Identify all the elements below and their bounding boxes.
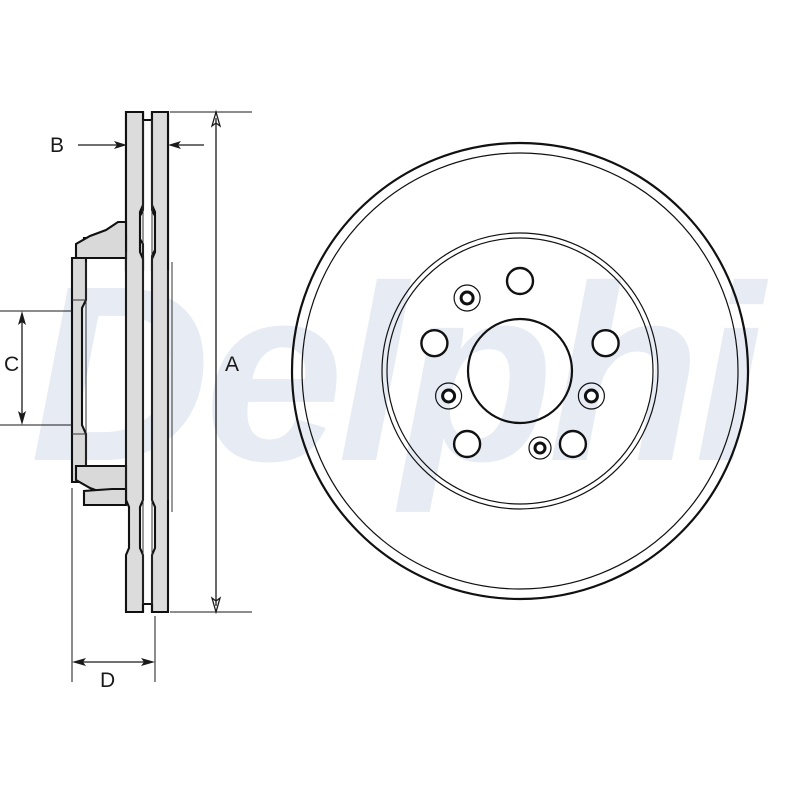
section-hat-upper-bell (74, 220, 128, 260)
cross-section-view (70, 110, 173, 614)
section-top-notch (141, 110, 154, 122)
dimension-a: A (170, 109, 252, 615)
disc-centre-bore (466, 317, 574, 425)
dimension-b: B (50, 134, 204, 157)
dim-d-arrow-right (141, 658, 155, 666)
bolt-hole (558, 429, 588, 459)
section-friction-plate-right (150, 110, 170, 614)
dim-c-arrow-bottom (18, 411, 26, 425)
disc-outer-edge (290, 141, 750, 601)
section-bottom-notch (141, 602, 154, 614)
dim-c-label: C (4, 353, 19, 376)
screw-hole-ring (577, 382, 606, 410)
dim-a-arrow-bottom (210, 596, 222, 615)
dimension-c: C (0, 310, 72, 426)
section-hat-lower-web (82, 487, 128, 507)
disc-friction-outer (301, 152, 739, 590)
section-friction-plate-left (124, 110, 145, 614)
screw-hole-ring (453, 284, 481, 312)
bolt-hole (505, 266, 535, 296)
dim-b-arrow-left (114, 141, 127, 149)
screw-hole-bore (583, 388, 599, 404)
dim-b-label: B (50, 134, 64, 157)
screw-hole-bore (441, 388, 457, 404)
dim-d-arrow-left (72, 658, 86, 666)
disc-hat-outer-inner (386, 237, 654, 505)
face-view (290, 141, 750, 601)
screw-hole-ring (528, 436, 552, 460)
bolt-hole (591, 329, 620, 358)
bolt-hole (452, 429, 482, 459)
bolt-hole (420, 329, 449, 358)
dim-a-label: A (225, 353, 239, 376)
dim-c-arrow-top (18, 311, 26, 325)
screw-hole-bore (459, 290, 475, 306)
disc-hat-outer (381, 232, 659, 510)
dimension-d: D (71, 488, 156, 692)
dim-a-arrow-top (210, 109, 222, 128)
dim-b-arrow-right (168, 141, 181, 149)
dim-d-label: D (100, 669, 115, 692)
screw-hole-ring (435, 382, 463, 410)
screw-hole-bore (533, 441, 547, 455)
